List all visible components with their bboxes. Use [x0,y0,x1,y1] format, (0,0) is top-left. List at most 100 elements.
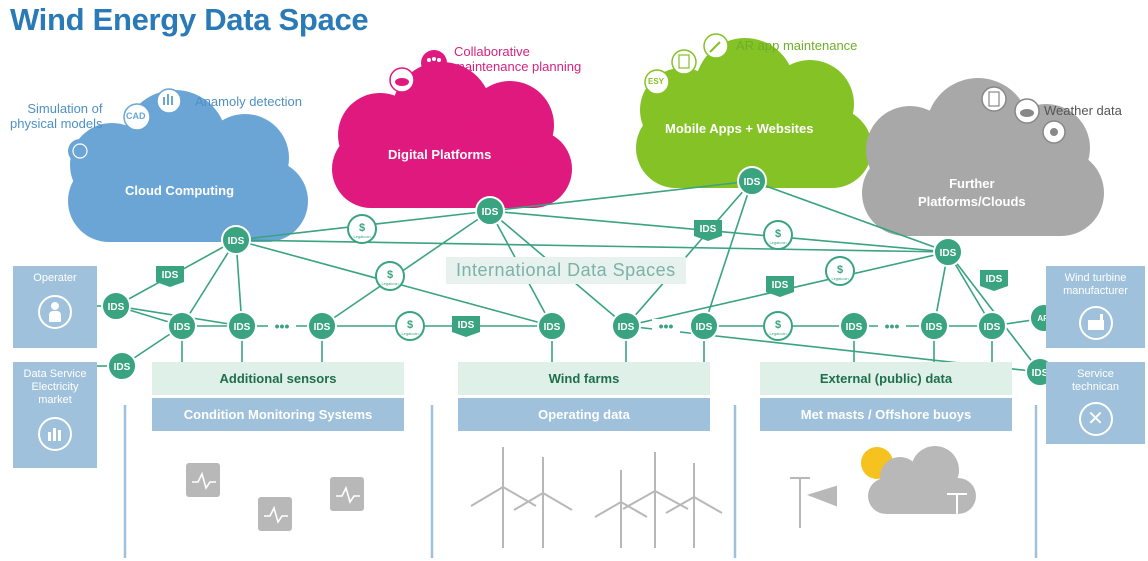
legalcoin-badge: $Legalcoin [825,256,855,286]
further-platforms-line1: Further [949,176,995,191]
column-separators [123,405,1038,558]
legalcoin-caption: Legalcoin [401,331,418,336]
ids-node-label: IDS [114,362,131,373]
digital-platforms-label: Digital Platforms [388,147,492,162]
legalcoin-caption: Legalcoin [769,331,786,336]
ids-tag-label: IDS [986,274,1003,285]
ids-node-label: IDS [926,322,943,333]
weather-annotation: Weather data [1044,103,1122,118]
ids-node: IDS [919,311,949,341]
legalcoin-symbol: $ [387,269,393,281]
cloud-computing-cloud [68,90,308,242]
legalcoin-badges: $Legalcoin$Legalcoin$Legalcoin$Legalcoin… [347,214,855,341]
cad-label: CAD [126,111,146,121]
ids-node-label: IDS [314,322,331,333]
met-masts-band: Met masts / Offshore buoys [760,398,1012,431]
legalcoin-badge: $Legalcoin [763,311,793,341]
simulation-line1: Simulation of [27,101,103,116]
ids-node-label: IDS [544,322,561,333]
ids-node-label: IDS [482,207,499,218]
ids-tag-label: IDS [700,224,717,235]
ids-tag: IDS [694,220,722,241]
ids-tag: IDS [156,266,184,287]
ellipsis-text: ••• [659,318,674,334]
collab-annotation: Collaborative maintenance planning [454,44,581,74]
ids-node: IDS [689,311,719,341]
ids-node: IDS [977,311,1007,341]
esy-icon [644,69,670,95]
further-platforms-cloud [862,78,1104,236]
ids-node-label: IDS [108,302,125,313]
tools-icon: ✕ [1078,402,1113,436]
international-data-spaces-label: International Data Spaces [446,257,686,284]
ids-node-label: IDS [174,322,191,333]
people-icon [421,50,447,76]
operater-panel: Operater [13,266,97,348]
data-service-panel: Data Service Electricity market [13,362,97,468]
wind-turbine-icon [594,470,648,548]
ids-node: IDS [933,237,963,267]
wind-turbine-icon [513,457,573,548]
ellipsis-marker: ••• [878,318,906,334]
legalcoin-symbol: $ [359,222,365,234]
ids-node-label: IDS [234,322,251,333]
ids-node-label: IDS [696,322,713,333]
chart-icon [156,88,182,114]
ids-node: IDS [107,351,137,381]
ids-tag: IDS [980,270,1008,291]
further-platforms-label: Further Platforms/Clouds [918,175,1026,211]
wind-farms-band: Wind farms [458,362,710,395]
wind-turbine-icon [470,447,537,548]
document-icon [671,49,697,75]
ids-node-label: IDS [846,322,863,333]
wind-turbine-icon [622,452,689,548]
api-label: API [1037,314,1050,323]
turbine-line1: Wind turbine [1064,272,1127,284]
ids-nodes: IDS IDS IDS IDS IDS IDS IDS IDS IDS IDS IDS IDS IDS I… [101,166,1059,387]
ids-node: IDS [167,311,197,341]
ids-tag: IDS [452,316,480,337]
met-mast-icon [790,477,837,528]
simulation-line2: physical models [10,116,103,131]
buoy-icon [947,493,967,523]
chip-icon [258,497,292,531]
ids-tag-label: IDS [772,280,789,291]
ids-node: IDS [101,291,131,321]
globe-icon [68,139,92,163]
turbine-manufacturer-panel: Wind turbine manufacturer [1046,266,1145,348]
simulation-annotation: Simulation of physical models [10,101,103,131]
ids-node: IDS [221,225,251,255]
legalcoin-symbol: $ [837,264,843,276]
ids-node-label: IDS [1032,368,1049,379]
legalcoin-badge: $Legalcoin [375,261,405,291]
ar-app-annotation: AR app maintenance [736,38,858,53]
ids-tag-label: IDS [162,270,179,281]
ids-node: IDS [227,311,257,341]
chip-icon [330,477,364,511]
data-service-line1: Data Service [23,368,87,380]
external-data-band: External (public) data [760,362,1012,395]
ids-node: IDS [475,196,505,226]
legalcoin-symbol: $ [407,319,413,331]
chip-icon [186,463,220,497]
bar-chart-icon [38,417,72,451]
person-icon [38,295,72,329]
ids-node: IDS [537,311,567,341]
further-platforms-line2: Platforms/Clouds [918,194,1026,209]
data-service-line2: Electricity [31,381,79,393]
turbine-line2: manufacturer [1063,285,1128,297]
ellipsis-text: ••• [885,318,900,334]
cloud-small-icon [389,67,415,93]
wrench-icon [703,33,729,59]
legalcoin-symbol: $ [775,319,781,331]
ids-node-label: IDS [618,322,635,333]
legalcoin-badge: $Legalcoin [763,220,793,250]
service-line2: technican [1071,381,1120,393]
weather-cloud-large-icon [868,446,976,514]
condition-monitoring-band: Condition Monitoring Systems [152,398,404,431]
operating-data-band: Operating data [458,398,710,431]
ids-node-label: IDS [744,177,761,188]
ellipsis-text: ••• [275,318,290,334]
ellipsis-marker: ••• [652,318,680,334]
